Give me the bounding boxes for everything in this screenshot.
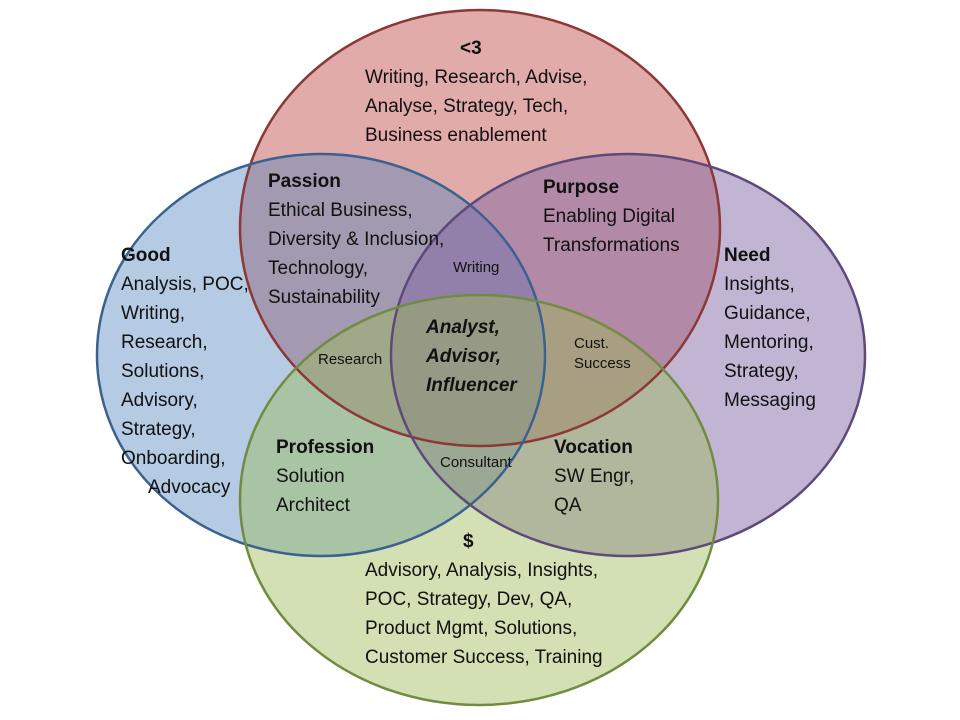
paid-circle (240, 295, 718, 705)
vocation-title: Vocation (554, 437, 633, 458)
good-line: Strategy, (121, 419, 196, 440)
good-line: Advisory, (121, 390, 198, 411)
overlap-consultant: Consultant (440, 454, 512, 471)
need-line: Strategy, (724, 361, 799, 382)
overlap-research: Research (318, 351, 383, 368)
love-title: <3 (460, 38, 482, 59)
need-title: Need (724, 245, 771, 266)
good-circle (97, 154, 545, 556)
paid-outline (238, 293, 720, 707)
love-label: <3 Writing, Research, Advise, Analyse, S… (365, 34, 587, 150)
need-line: Messaging (724, 390, 816, 411)
need-label: Need Insights, Guidance, Mentoring, Stra… (724, 241, 816, 415)
purpose-title: Purpose (543, 177, 620, 198)
vocation-label: Vocation SW Engr, QA (554, 433, 634, 520)
profession-title: Profession (276, 437, 375, 458)
need-line: Guidance, (724, 303, 811, 324)
passion-label: Passion Ethical Business, Diversity & In… (268, 167, 444, 312)
good-line: Writing, (121, 303, 186, 324)
overlap-cust-line: Cust. (574, 335, 610, 352)
profession-line: Architect (276, 495, 350, 516)
need-outline (389, 152, 867, 558)
passion-line: Diversity & Inclusion, (268, 229, 445, 250)
purpose-line: Transformations (543, 235, 680, 256)
center-line: Advisor, (426, 346, 501, 367)
vocation-line: SW Engr, (554, 466, 635, 487)
passion-title: Passion (268, 171, 341, 192)
good-title: Good (121, 245, 171, 266)
overlap-success-line: Success (574, 355, 631, 372)
paid-line: Product Mgmt, Solutions, (365, 618, 578, 639)
purpose-label: Purpose Enabling Digital Transformations (543, 173, 680, 260)
vocation-line: QA (554, 495, 582, 516)
good-line: Advocacy (148, 477, 231, 498)
center-ikigai: Analyst, Advisor, Influencer (426, 313, 517, 400)
paid-line: Advisory, Analysis, Insights, (365, 560, 599, 581)
need-line: Insights, (724, 274, 795, 295)
center-line: Influencer (426, 375, 517, 396)
love-outline (238, 8, 722, 448)
good-line: Analysis, POC, (121, 274, 249, 295)
love-line: Writing, Research, Advise, (365, 67, 588, 88)
good-line: Research, (121, 332, 208, 353)
good-line: Onboarding, (121, 448, 226, 469)
paid-line: Customer Success, Training (365, 647, 603, 668)
profession-label: Profession Solution Architect (276, 433, 374, 520)
passion-line: Sustainability (268, 287, 380, 308)
paid-title: $ (463, 531, 474, 552)
need-circle (391, 154, 865, 556)
need-line: Mentoring, (724, 332, 814, 353)
center-line: Analyst, (426, 317, 500, 338)
profession-line: Solution (276, 466, 345, 487)
good-label: Good Analysis, POC, Writing, Research, S… (121, 241, 249, 502)
love-line: Business enablement (365, 125, 547, 146)
love-circle (240, 10, 720, 446)
paid-line: POC, Strategy, Dev, QA, (365, 589, 573, 610)
purpose-line: Enabling Digital (543, 206, 676, 227)
overlap-writing: Writing (453, 259, 500, 276)
love-line: Analyse, Strategy, Tech, (365, 96, 569, 117)
passion-line: Ethical Business, (268, 200, 413, 221)
paid-label: $ Advisory, Analysis, Insights, POC, Str… (365, 527, 603, 672)
passion-line: Technology, (268, 258, 368, 279)
good-line: Solutions, (121, 361, 205, 382)
good-outline (95, 152, 547, 558)
overlap-cust-success: Cust. Success (574, 334, 631, 374)
